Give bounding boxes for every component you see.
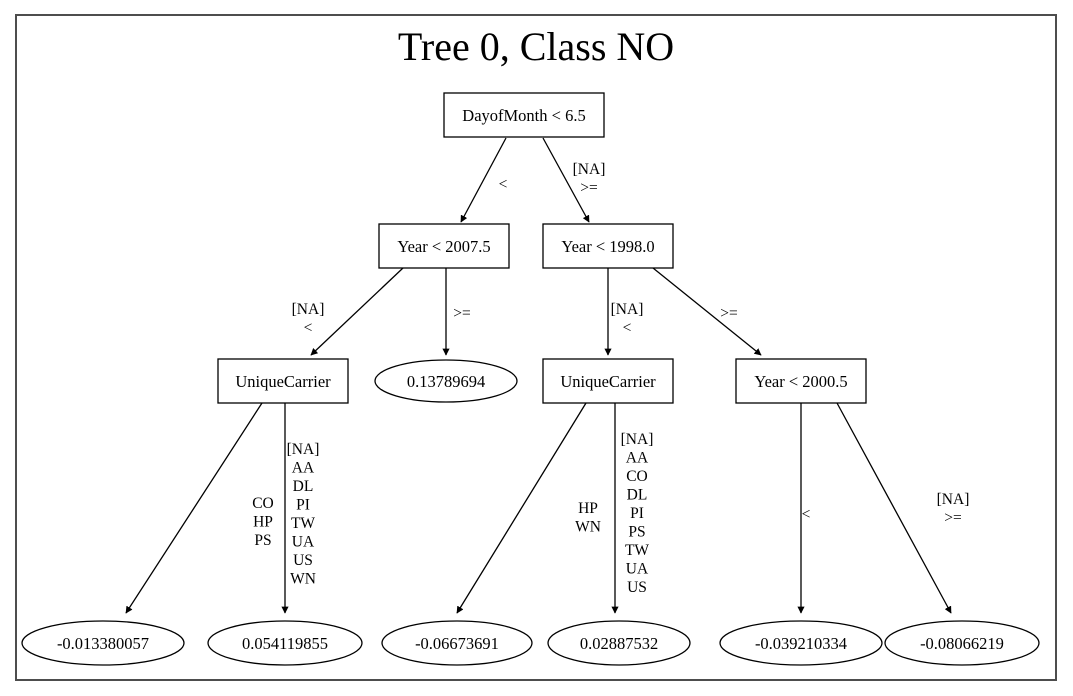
edge-root-left: [460, 137, 507, 223]
leaf-neg-0-013380057-label: -0.013380057: [57, 634, 149, 653]
edge-label-nrl-left: HP WN: [575, 500, 601, 536]
edge-label-root-right: [NA] >=: [573, 161, 606, 197]
leaf-neg-0-06673691-label: -0.06673691: [415, 634, 499, 653]
leaf-0-13789694-label: 0.13789694: [407, 372, 485, 391]
node-year-2000-label: Year < 2000.5: [754, 372, 847, 391]
leaf-0-054119855-label: 0.054119855: [242, 634, 328, 653]
edge-label-nrr-right: [NA] >=: [937, 491, 970, 527]
edge-label-line: [NA]: [611, 301, 644, 318]
edge-label-nl-right: >=: [453, 305, 470, 322]
node-year-2007-label: Year < 2007.5: [397, 237, 490, 256]
edge-label-line: <: [499, 176, 508, 193]
edge-label-line: DL: [627, 487, 648, 504]
edge-label-line: >=: [453, 305, 470, 322]
node-year-1998[interactable]: Year < 1998.0: [542, 223, 674, 269]
edge-label-line: [NA]: [573, 161, 606, 178]
leaf-neg-0-039210334-label: -0.039210334: [755, 634, 847, 653]
edge-label-line: AA: [626, 450, 649, 467]
edge-label-line: CO: [252, 495, 274, 512]
edge-label-line: [NA]: [292, 301, 325, 318]
leaf-neg-0-039210334[interactable]: -0.039210334: [719, 620, 883, 666]
edge-label-line: AA: [292, 460, 315, 477]
edge-nl-left: [310, 267, 404, 356]
edge-label-line: UA: [292, 534, 315, 551]
edge-label-line: WN: [575, 519, 601, 536]
edge-label-nrr-left: <: [802, 506, 811, 523]
edge-label-line: PS: [628, 524, 645, 541]
edge-label-line: US: [627, 579, 647, 596]
edge-label-root-left: <: [499, 176, 508, 193]
leaf-0-13789694[interactable]: 0.13789694: [374, 359, 518, 403]
leaf-neg-0-08066219[interactable]: -0.08066219: [884, 620, 1040, 666]
edge-label-line: <: [802, 506, 811, 523]
edge-label-line: <: [623, 320, 632, 337]
edge-label-line: WN: [290, 571, 316, 588]
node-root-label: DayofMonth < 6.5: [462, 106, 585, 125]
edge-label-line: US: [293, 552, 313, 569]
leaf-0-054119855[interactable]: 0.054119855: [207, 620, 363, 666]
node-uniquecarrier-left-label: UniqueCarrier: [235, 372, 331, 391]
edge-label-line: UA: [626, 561, 649, 578]
leaf-0-02887532[interactable]: 0.02887532: [547, 620, 691, 666]
node-year-2000[interactable]: Year < 2000.5: [735, 358, 867, 404]
edge-nrl-left: [456, 402, 587, 614]
leaf-neg-0-013380057[interactable]: -0.013380057: [21, 620, 185, 666]
edge-label-line: [NA]: [621, 431, 654, 448]
edge-label-line: PI: [296, 497, 310, 514]
edge-nrr-right: [836, 402, 952, 614]
edge-label-line: >=: [720, 305, 737, 322]
edge-label-line: DL: [293, 478, 314, 495]
leaf-0-02887532-label: 0.02887532: [580, 634, 658, 653]
leaf-neg-0-08066219-label: -0.08066219: [920, 634, 1004, 653]
edge-label-line: PS: [254, 532, 271, 549]
edge-label-line: TW: [291, 515, 315, 532]
node-root[interactable]: DayofMonth < 6.5: [443, 92, 605, 138]
node-year-1998-label: Year < 1998.0: [561, 237, 654, 256]
edge-label-line: >=: [944, 510, 961, 527]
node-uniquecarrier-right[interactable]: UniqueCarrier: [542, 358, 674, 404]
edge-label-line: PI: [630, 505, 644, 522]
leaf-neg-0-06673691[interactable]: -0.06673691: [381, 620, 533, 666]
edge-label-nl-left: [NA] <: [292, 301, 325, 337]
edge-label-line: TW: [625, 542, 649, 559]
edge-root-right: [542, 137, 590, 223]
edge-label-line: [NA]: [937, 491, 970, 508]
edge-label-line: CO: [626, 468, 648, 485]
edge-label-nr-left: [NA] <: [611, 301, 644, 337]
node-year-2007[interactable]: Year < 2007.5: [378, 223, 510, 269]
node-uniquecarrier-right-label: UniqueCarrier: [560, 372, 656, 391]
edge-label-line: <: [304, 320, 313, 337]
edge-label-line: HP: [253, 514, 273, 531]
node-uniquecarrier-left[interactable]: UniqueCarrier: [217, 358, 349, 404]
edge-label-line: >=: [580, 180, 597, 197]
edge-label-line: [NA]: [287, 441, 320, 458]
edge-nll-left: [125, 402, 263, 614]
page-title: Tree 0, Class NO: [398, 24, 674, 69]
edge-nr-right: [652, 267, 762, 356]
edge-label-nr-right: >=: [720, 305, 737, 322]
edge-label-line: HP: [578, 500, 598, 517]
